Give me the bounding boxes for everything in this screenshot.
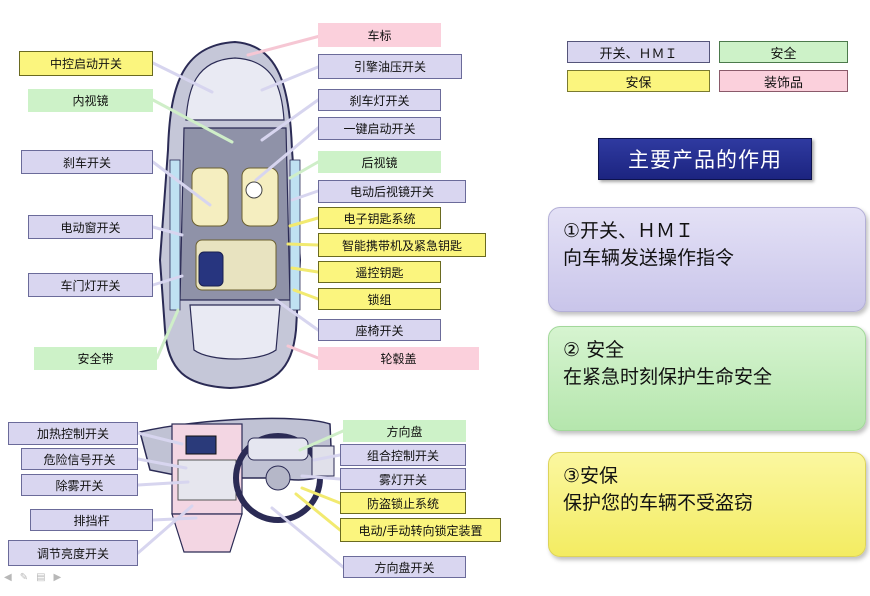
legend-decoration: 装饰品 — [719, 70, 848, 92]
brightness-switch-label: 调节亮度开关 — [8, 540, 138, 566]
lock-set-label: 锁组 — [318, 288, 441, 310]
door-light-switch-label: 车门灯开关 — [28, 273, 153, 297]
fog-light-switch-label: 雾灯开关 — [340, 468, 466, 490]
pen-icon[interactable]: ✎ — [19, 572, 29, 583]
back-arrow-icon[interactable]: ◀ — [4, 572, 12, 583]
smart-key-system-label: 电子钥匙系统 — [318, 207, 441, 229]
inner-mirror-label: 内视镜 — [28, 89, 153, 112]
steering-wheel-label: 方向盘 — [343, 420, 466, 442]
hazard-switch-label: 危险信号开关 — [21, 448, 138, 470]
panel-safety-text: 在紧急时刻保护生命安全 — [563, 366, 773, 388]
one-key-start-label: 一键启动开关 — [318, 117, 441, 140]
panel-security-text: 保护您的车辆不受盗窃 — [563, 492, 754, 514]
seat-belt-label: 安全带 — [34, 347, 157, 370]
panel-switch-hmi: ①开关、ＨＭＩ 向车辆发送操作指令 — [548, 207, 866, 312]
dashboard-view — [139, 417, 335, 553]
slide-nav[interactable]: ◀ ✎ ▤ ▶ — [4, 572, 61, 583]
panel-safety-heading: ② 安全 — [563, 339, 625, 361]
oil-pressure-switch-label: 引擎油压开关 — [318, 54, 462, 79]
legend-security: 安保 — [567, 70, 710, 92]
leader-lines — [136, 34, 345, 569]
steering-lock-label: 电动/手动转向锁定装置 — [340, 518, 501, 542]
heating-switch-label: 加热控制开关 — [8, 422, 138, 445]
immobilizer-label: 防盗锁止系统 — [340, 492, 466, 514]
gear-lever-label: 排挡杆 — [30, 509, 153, 531]
remote-key-label: 遥控钥匙 — [318, 261, 441, 283]
power-mirror-switch-label: 电动后视镜开关 — [318, 180, 466, 203]
legend-safety: 安全 — [719, 41, 848, 63]
panel-safety: ② 安全 在紧急时刻保护生命安全 — [548, 326, 866, 431]
center-lock-switch-label: 中控启动开关 — [19, 51, 153, 76]
legend-switch-hmi: 开关、ＨＭＩ — [567, 41, 710, 63]
logo-label: 车标 — [318, 23, 441, 47]
brake-light-switch-label: 刹车灯开关 — [318, 89, 441, 111]
rear-mirror-label: 后视镜 — [318, 151, 441, 173]
panel-switch-hmi-heading: ①开关、ＨＭＩ — [563, 220, 695, 242]
power-window-switch-label: 电动窗开关 — [28, 215, 153, 239]
panel-security-heading: ③安保 — [563, 465, 619, 487]
menu-icon[interactable]: ▤ — [36, 572, 46, 583]
panel-switch-hmi-text: 向车辆发送操作指令 — [563, 247, 735, 269]
forward-arrow-icon[interactable]: ▶ — [53, 572, 62, 583]
smart-key-emergency-label: 智能携带机及紧急钥匙 — [318, 233, 486, 257]
panel-security: ③安保 保护您的车辆不受盗窃 — [548, 452, 866, 557]
brake-switch-label: 刹车开关 — [21, 150, 153, 174]
wheel-cover-label: 轮毂盖 — [318, 347, 479, 370]
car-top-view — [158, 40, 302, 390]
seat-switch-label: 座椅开关 — [318, 319, 441, 341]
steering-switch-label: 方向盘开关 — [343, 556, 466, 578]
defog-switch-label: 除雾开关 — [21, 474, 138, 496]
combination-switch-label: 组合控制开关 — [340, 444, 466, 466]
page-title: 主要产品的作用 — [598, 138, 812, 180]
